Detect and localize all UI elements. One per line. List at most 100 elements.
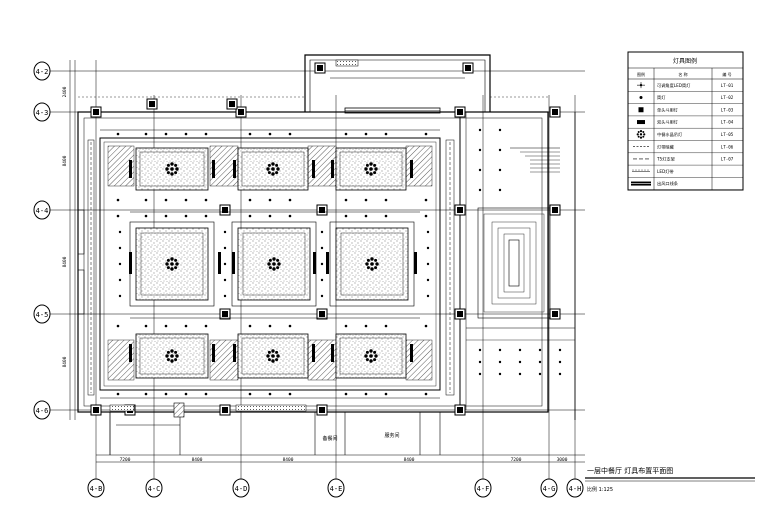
- downlight-dot: [204, 324, 208, 328]
- downlight-dot: [344, 324, 348, 328]
- grid-bubble-col: 4-B: [87, 478, 105, 498]
- column-grid-bubbles: 4-B 4-C 4-D 4-E 4-F 4-G 4-H: [87, 478, 584, 498]
- downlight-dot: [223, 262, 227, 266]
- ceiling-panel: [335, 333, 407, 379]
- legend-code: LT-04: [721, 120, 734, 125]
- downlight-dot: [364, 392, 368, 396]
- downlight-dot: [384, 198, 388, 202]
- downlight-dot: [144, 198, 148, 202]
- legend-row: 筒灯 LT-02: [628, 94, 743, 104]
- downlight-dot: [248, 392, 252, 396]
- grid-label: 4-D: [235, 485, 248, 493]
- legend-row: LED灯带: [628, 168, 743, 178]
- ceiling-panel: [129, 221, 215, 307]
- legend-code: LT-05: [721, 132, 734, 137]
- downlight-dot: [248, 214, 252, 218]
- downlight-dot: [384, 132, 388, 136]
- downlight-dot: [288, 132, 292, 136]
- downlight-dot: [558, 348, 562, 352]
- bottom-wall-bars: [109, 59, 359, 412]
- downlight-dot: [498, 128, 502, 132]
- grid-bubble-col: 4-D: [232, 478, 250, 498]
- downlights: [116, 128, 562, 396]
- downlight-dot: [268, 392, 272, 396]
- downlight-dot: [268, 132, 272, 136]
- downlight-dot: [116, 198, 120, 202]
- downlight-dot: [204, 214, 208, 218]
- legend-name: 出风口线条: [657, 180, 679, 187]
- legend-row: 双头斗胆灯 LT-04: [628, 119, 743, 129]
- dimension-texts: 7200 8400 8400 8400 7200 3000 2400 8400 …: [62, 86, 568, 463]
- downlight-dot: [426, 230, 430, 234]
- grid-label: 4-G: [543, 485, 556, 493]
- grid-label: 4-5: [36, 311, 49, 319]
- building-walls: [77, 54, 576, 455]
- dimension-text: 8400: [62, 256, 68, 267]
- grid-bubble-row: 4-3: [33, 102, 51, 122]
- ceiling-panels: [129, 147, 415, 379]
- downlight-dot: [116, 324, 120, 328]
- downlight-dot: [344, 132, 348, 136]
- downlight-dot: [320, 278, 324, 282]
- legend-name: 双头斗胆灯: [657, 119, 679, 126]
- downlight-dot: [118, 262, 122, 266]
- downlight-dot: [320, 294, 324, 298]
- dimension-text: 8400: [62, 155, 68, 166]
- downlight-dot: [268, 214, 272, 218]
- ceiling-panel: [237, 147, 309, 191]
- downlight-dot: [538, 372, 542, 376]
- legend-name: LED灯带: [657, 168, 674, 175]
- dimension-text: 2400: [62, 86, 68, 97]
- legend-code: LT-02: [721, 95, 734, 100]
- downlight-dot: [424, 324, 428, 328]
- downlight-dot: [288, 214, 292, 218]
- downlight-dot: [118, 246, 122, 250]
- downlight-dot: [426, 262, 430, 266]
- grid-bubble-row: 4-2: [33, 61, 51, 81]
- downlight-dot: [478, 360, 482, 364]
- downlight-dot: [478, 128, 482, 132]
- grid-bubble-col: 4-E: [327, 478, 345, 498]
- downlight-dot: [223, 246, 227, 250]
- downlight-dot: [268, 324, 272, 328]
- legend-title: 灯具图例: [673, 57, 697, 65]
- downlight-dot: [384, 214, 388, 218]
- downlight-dot: [538, 348, 542, 352]
- downlight-dot: [344, 214, 348, 218]
- grid-bubble-col: 4-C: [145, 478, 163, 498]
- cross-spot-icon: [637, 82, 645, 89]
- downlight-dot: [248, 198, 252, 202]
- grid-label: 4-H: [569, 485, 582, 493]
- downlight-dot: [144, 392, 148, 396]
- tick-line-icon: [632, 169, 650, 172]
- downlight-dot: [320, 246, 324, 250]
- downlight-dot: [164, 324, 168, 328]
- legend-header: 图例: [637, 71, 645, 77]
- downlight-dot: [184, 324, 188, 328]
- downlight-dot: [558, 372, 562, 376]
- grid-bubble-col: 4-F: [474, 478, 492, 498]
- downlight-dot: [288, 324, 292, 328]
- legend-name: T5灯支架: [656, 156, 675, 163]
- downlight-dot: [116, 392, 120, 396]
- double-grille-icon: [637, 120, 645, 125]
- downlight-dot: [204, 198, 208, 202]
- downlight-dot: [426, 246, 430, 250]
- downlight-dot: [426, 278, 430, 282]
- ceiling-panel: [329, 221, 415, 307]
- downlight-dot: [144, 324, 148, 328]
- downlight-dot: [164, 132, 168, 136]
- downlight-dot: [538, 360, 542, 364]
- downlight-dot: [364, 214, 368, 218]
- led-strips: [87, 139, 455, 396]
- legend-name: 灯带暗藏: [657, 143, 675, 150]
- downlight-dot: [116, 132, 120, 136]
- downlight-dot: [384, 324, 388, 328]
- legend-header: 名 称: [678, 71, 687, 77]
- legend-name: 筒灯: [657, 94, 666, 101]
- downlight-dot: [426, 294, 430, 298]
- downlight-dot: [118, 278, 122, 282]
- grid-bubble-row: 4-4: [33, 200, 51, 220]
